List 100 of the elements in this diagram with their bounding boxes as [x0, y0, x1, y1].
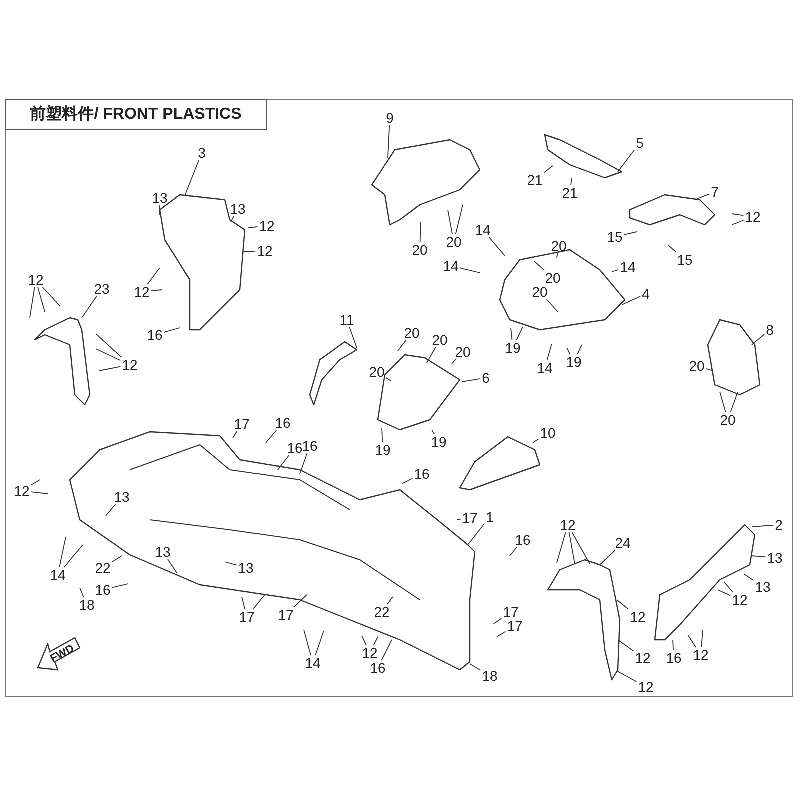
callout-number: 13 [766, 551, 784, 565]
callout-number: 12 [13, 484, 31, 498]
leader-line [373, 636, 378, 646]
leader-line [30, 492, 48, 494]
leader-line [618, 150, 636, 172]
leader-line [496, 631, 506, 638]
callout-number: 13 [113, 490, 131, 504]
leader-line [732, 220, 744, 226]
leader-line [252, 594, 266, 610]
callout-number: 12 [121, 358, 139, 372]
leader-line [694, 194, 710, 200]
leader-line [293, 594, 308, 608]
leader-line [720, 392, 726, 413]
callout-number: 16 [94, 583, 112, 597]
leader-line [82, 296, 98, 318]
leader-line [96, 348, 122, 362]
leader-line [164, 328, 180, 333]
leader-line [532, 438, 540, 444]
leader-line [362, 636, 367, 646]
callout-number: 23 [93, 282, 111, 296]
callout-number: 12 [637, 680, 655, 694]
leader-line [672, 640, 674, 651]
callout-number: 11 [338, 313, 356, 327]
leader-line [98, 366, 122, 372]
callout-number: 24 [614, 536, 632, 550]
leader-line [242, 250, 256, 252]
callout-number: 18 [78, 598, 96, 612]
leader-line [349, 327, 358, 348]
leader-line [80, 588, 84, 598]
part-drawing [548, 560, 620, 680]
callout-number: 20 [368, 365, 386, 379]
leader-line [730, 392, 738, 413]
callout-number: 20 [454, 345, 472, 359]
leader-line [147, 268, 160, 285]
leader-line [624, 232, 638, 236]
callout-number: 12 [692, 648, 710, 662]
callout-number: 17 [233, 417, 251, 431]
callout-number: 19 [430, 435, 448, 449]
callout-number: 13 [237, 561, 255, 575]
callout-number: 15 [606, 230, 624, 244]
leader-line [398, 340, 407, 352]
callout-number: 12 [744, 210, 762, 224]
leader-line [452, 359, 457, 364]
callout-number: 16 [301, 439, 319, 453]
callout-number: 4 [641, 287, 651, 301]
leader-line [706, 368, 714, 372]
callout-number: 20 [431, 333, 449, 347]
leader-line [618, 640, 634, 652]
leader-line [568, 532, 576, 564]
callout-number: 14 [442, 259, 460, 273]
callout-number: 16 [514, 533, 532, 547]
leader-line [752, 334, 766, 346]
callout-number: 16 [369, 661, 387, 675]
callout-number: 12 [731, 593, 749, 607]
leader-line [744, 574, 754, 582]
part-drawing [545, 135, 622, 178]
leader-line [718, 590, 732, 596]
leader-line [242, 596, 246, 610]
part-drawing [310, 342, 357, 405]
callout-number: 14 [536, 361, 554, 375]
leader-line [224, 562, 238, 566]
leader-line [616, 600, 630, 610]
leader-line [456, 518, 462, 520]
callout-number: 6 [481, 371, 491, 385]
leader-line [460, 268, 480, 274]
callout-number: 22 [373, 605, 391, 619]
leader-line [38, 287, 46, 312]
leader-line [732, 214, 744, 216]
leader-line [106, 504, 116, 516]
leader-line [112, 584, 128, 588]
callout-number: 15 [676, 253, 694, 267]
callout-number: 13 [154, 545, 172, 559]
leader-line [402, 478, 414, 484]
leader-line [420, 222, 422, 243]
callout-number: 12 [629, 610, 647, 624]
leader-line [455, 204, 464, 235]
part-drawing [35, 318, 90, 405]
part-drawing [460, 437, 540, 490]
callout-number: 17 [238, 610, 256, 624]
leader-line [381, 640, 392, 661]
leader-line [230, 216, 234, 222]
callout-number: 12 [258, 219, 276, 233]
callout-number: 17 [461, 511, 479, 525]
callout-number: 12 [361, 646, 379, 660]
callout-number: 17 [506, 619, 524, 633]
leader-line [112, 556, 122, 563]
callout-number: 17 [502, 605, 520, 619]
callout-number: 17 [277, 608, 295, 622]
callout-number: 14 [474, 223, 492, 237]
callout-number: 21 [561, 186, 579, 200]
leader-line [304, 630, 312, 656]
callout-number: 21 [526, 173, 544, 187]
callout-number: 20 [411, 243, 429, 257]
leader-line [572, 532, 590, 564]
leader-line [300, 453, 308, 474]
leader-line [600, 550, 616, 566]
leader-line [556, 532, 566, 564]
leader-line [622, 296, 642, 306]
leader-line [315, 630, 324, 656]
callout-number: 16 [413, 467, 431, 481]
